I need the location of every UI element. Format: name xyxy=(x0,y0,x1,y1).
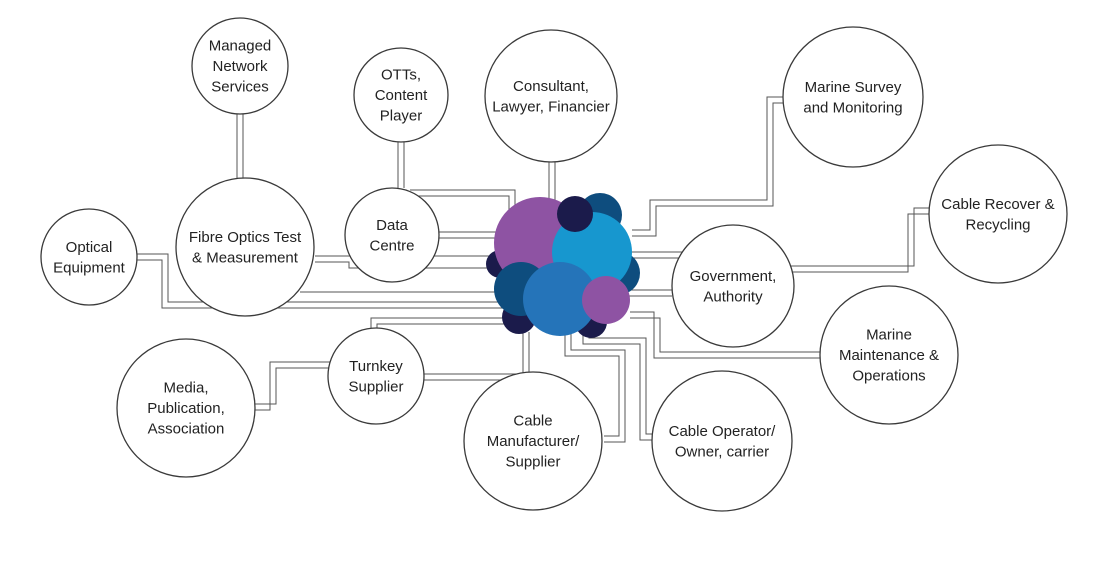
node-label-line: Publication, xyxy=(147,400,225,417)
node-label-line: Managed xyxy=(209,38,272,55)
connector-line xyxy=(137,253,508,303)
node-circle xyxy=(651,370,793,512)
node-label-line: and Monitoring xyxy=(803,99,902,116)
node-label-line: Owner, carrier xyxy=(675,443,769,460)
node-circle xyxy=(175,177,315,317)
node-cable-operator-owner-carrier: Cable Operator/Owner, carrier xyxy=(651,370,793,512)
node-label-line: Lawyer, Financier xyxy=(492,98,610,115)
connector-line xyxy=(570,330,626,443)
connector-line xyxy=(564,330,620,437)
node-circle xyxy=(353,47,449,143)
node-cable-recover-recycling: Cable Recover & Recycling xyxy=(928,144,1068,284)
core-blob-mid-blue xyxy=(523,262,597,336)
node-label-line: & Measurement xyxy=(192,249,299,266)
connector-line xyxy=(790,207,929,267)
node-label-line: Content xyxy=(375,87,428,104)
connector-line xyxy=(632,96,785,231)
node-label-line: Authority xyxy=(703,288,763,305)
node-media-publication-association: Media, Publication, Association xyxy=(116,338,256,478)
connector-line xyxy=(137,259,508,309)
node-circle xyxy=(344,187,440,283)
node-label-line: Data xyxy=(376,217,408,234)
node-label-line: Maintenance & xyxy=(839,347,939,364)
node-label-line: Media, xyxy=(163,380,208,397)
connector-line xyxy=(424,332,530,381)
node-label-line: Player xyxy=(380,108,423,125)
connector-lines xyxy=(137,96,929,443)
node-circle xyxy=(463,371,603,511)
node-label-line: Marine xyxy=(866,327,912,344)
node-label-line: Consultant, xyxy=(513,78,589,95)
node-circle xyxy=(327,327,425,425)
connector-line xyxy=(630,317,820,353)
node-label-line: Marine Survey xyxy=(805,79,902,96)
node-marine-survey-monitoring: Marine Survey and Monitoring xyxy=(782,26,924,168)
node-circle xyxy=(484,29,618,163)
node-circle xyxy=(191,17,289,115)
node-consultant-lawyer-financier: Consultant, Lawyer, Financier xyxy=(484,29,618,163)
central-cluster xyxy=(486,193,640,338)
node-circle xyxy=(116,338,256,478)
core-blob-purple-small xyxy=(582,276,630,324)
node-label-line: Equipment xyxy=(53,259,126,276)
node-circle xyxy=(40,208,138,306)
node-label-line: Recycling xyxy=(965,216,1030,233)
node-label-line: Turnkey xyxy=(349,358,403,375)
stakeholder-nodes: ManagedNetworkServicesOTTs,ContentPlayer… xyxy=(40,17,1068,512)
node-label-line: Cable Recover & xyxy=(941,196,1054,213)
connector-line xyxy=(376,323,505,330)
core-blob-navy-top xyxy=(557,196,593,232)
node-label-line: Network xyxy=(212,58,268,75)
connector-line xyxy=(630,311,820,359)
node-label-line: Optical xyxy=(66,239,113,256)
node-label-line: Fibre Optics Test xyxy=(189,229,302,246)
connector-line xyxy=(632,102,785,237)
node-label-line: Association xyxy=(148,421,225,438)
connector-line xyxy=(582,330,652,441)
node-circle xyxy=(819,285,959,425)
node-circle xyxy=(671,224,795,348)
node-label-line: Cable xyxy=(513,413,552,430)
node-label-line: Supplier xyxy=(348,378,403,395)
connector-line xyxy=(370,317,505,330)
node-label-line: OTTs, xyxy=(381,67,421,84)
node-label-line: Supplier xyxy=(505,454,560,471)
node-label-line: Manufacturer/ xyxy=(487,433,580,450)
node-label-line: Government, xyxy=(690,268,777,285)
connector-line xyxy=(255,367,330,405)
connector-line xyxy=(790,213,929,273)
connector-line xyxy=(255,361,330,411)
connector-line xyxy=(424,332,524,375)
node-government-authority: Government, Authority xyxy=(671,224,795,348)
node-label-line: Operations xyxy=(852,368,925,385)
node-circle xyxy=(782,26,924,168)
node-circle xyxy=(928,144,1068,284)
node-label-line: Cable Operator/ xyxy=(669,423,777,440)
node-label-line: Services xyxy=(211,79,269,96)
node-label-line: Centre xyxy=(369,237,414,254)
node-fibre-optics-test: Fibre Optics Test & Measurement xyxy=(175,177,315,317)
